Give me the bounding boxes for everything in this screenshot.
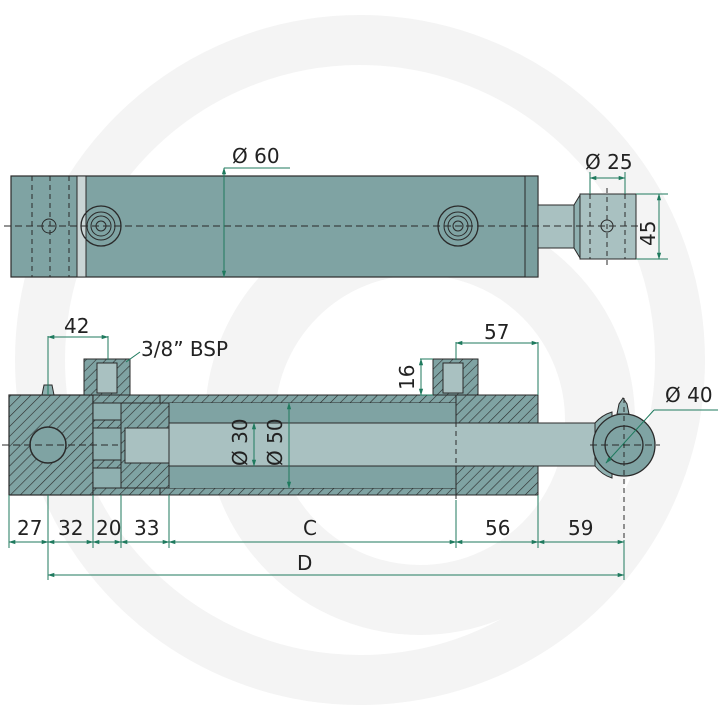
section-view [2,334,718,580]
rod-eye-width-label: 45 [636,220,660,246]
dim-segment-32: 32 [58,516,84,540]
rod-port-offset-label: 57 [484,320,510,344]
rod-diameter-label: Ø 30 [228,418,252,466]
port-height-label: 16 [395,364,419,390]
dim-segment-33: 33 [134,516,160,540]
port-thread-label: 3/8” BSP [141,337,229,361]
dim-segment-59: 59 [568,516,594,540]
body-diameter-label: Ø 60 [232,144,280,168]
watermark-logo [15,15,705,705]
bore-diameter-label: Ø 50 [263,418,287,466]
dim-segment-56: 56 [485,516,511,540]
port-offset-label: 42 [64,314,90,338]
top-view [4,167,668,278]
rod-eye-bore-label: Ø 25 [585,150,633,174]
eye-outer-label: Ø 40 [665,383,713,407]
dim-segment-20: 20 [96,516,122,540]
dim-overall-d: D [297,551,313,575]
bottom-dimensions [8,495,625,580]
dim-segment-c: C [303,516,317,540]
dim-segment-27: 27 [17,516,43,540]
